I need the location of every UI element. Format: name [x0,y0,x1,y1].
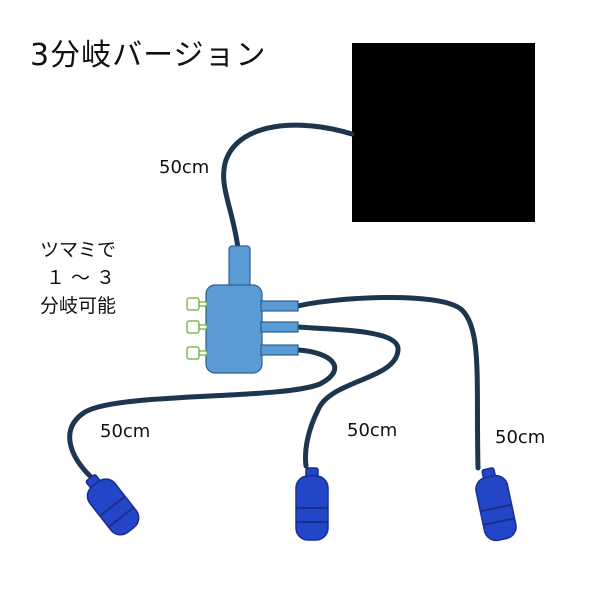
cable-right [295,295,481,471]
knob-note-line-3: 分岐可能 [40,295,117,317]
device-box [352,43,535,222]
knob-note-line-1: ツマミで [40,239,117,261]
cable-top [221,122,355,251]
socket-left [85,474,140,536]
knob-2-stem [198,324,208,330]
socket-right [475,467,517,542]
diagram-title: 3分岐バージョン [30,38,267,73]
socket-middle [295,467,329,541]
knob-1-stem [198,301,208,307]
length-label-top: 50cm [159,157,210,178]
splitter-port-3 [260,344,299,356]
length-label-middle: 50cm [347,420,398,441]
knobs [186,297,208,360]
splitter-body [205,284,263,374]
splitter-port-1 [260,300,299,312]
cable-left [67,347,338,481]
knob-2[interactable] [186,320,200,334]
knob-3-stem [198,350,208,356]
cable-middle [295,324,401,469]
knob-1[interactable] [186,297,200,311]
splitter-port-2 [260,321,299,333]
knob-note: ツマミで １～３ 分岐可能 [40,236,121,320]
knob-note-line-2: １～３ [46,267,122,289]
cables [67,122,481,481]
splitter-top-port [228,245,251,289]
length-label-right: 50cm [495,427,546,448]
knob-3[interactable] [186,346,200,360]
length-label-left: 50cm [100,421,151,442]
